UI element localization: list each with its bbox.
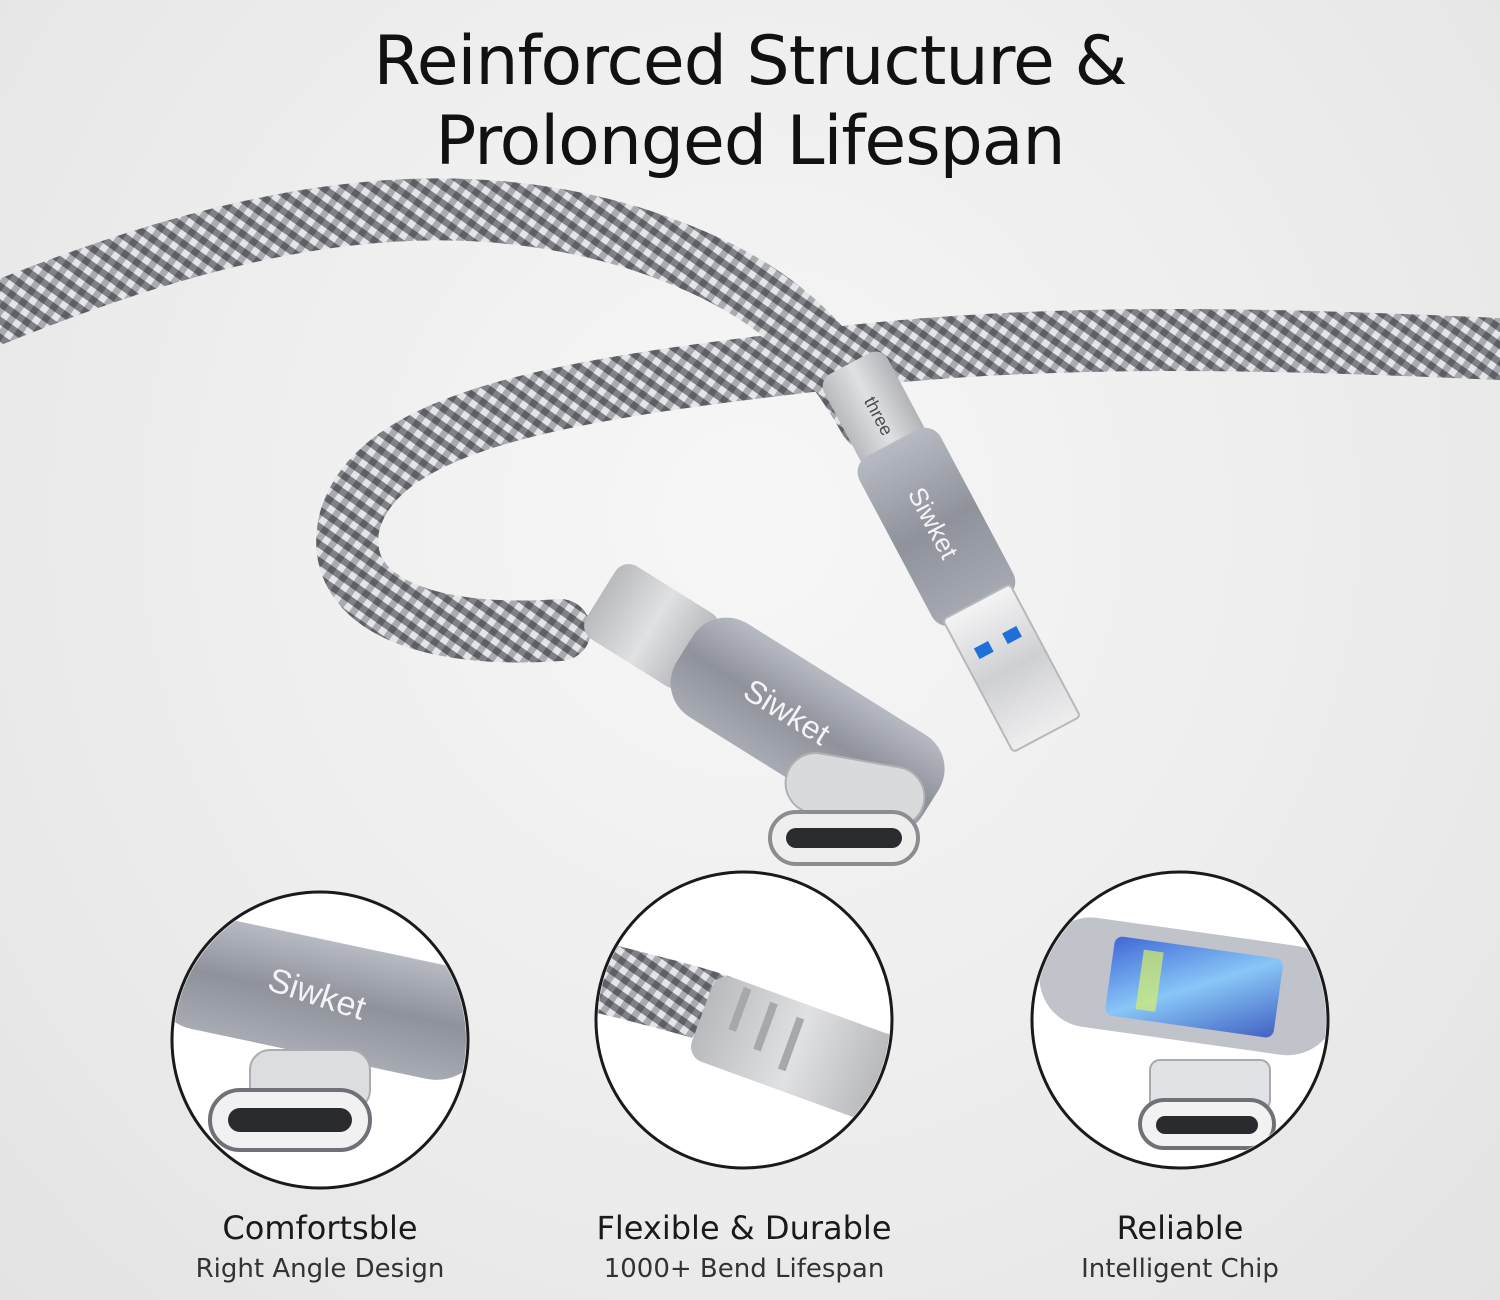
usb-a-connector: Siwket three [822,351,1080,752]
feature-subtitle: Intelligent Chip [1081,1254,1279,1284]
page-title: Reinforced Structure & Prolonged Lifespa… [0,22,1500,182]
feature-caption-3: Reliable Intelligent Chip [970,1208,1390,1286]
feature-caption-2: Flexible & Durable 1000+ Bend Lifespan [534,1208,954,1286]
feature-title: Flexible & Durable [596,1209,892,1247]
right-angle-usb-c-connector: Siwket [584,564,945,866]
feature-title: Comfortsble [222,1209,418,1247]
title-line-1: Reinforced Structure & [373,22,1128,101]
detail-circle-strain-relief [594,870,894,1170]
feature-subtitle: 1000+ Bend Lifespan [603,1254,885,1284]
detail-circle-chip [1030,870,1330,1170]
feature-title: Reliable [1116,1209,1244,1247]
detail-circle-right-angle: Siwket [170,890,470,1190]
feature-subtitle: Right Angle Design [195,1254,445,1284]
title-line-2: Prolonged Lifespan [435,102,1065,181]
feature-caption-1: Comfortsble Right Angle Design [110,1208,530,1286]
braided-cable [0,178,1500,663]
